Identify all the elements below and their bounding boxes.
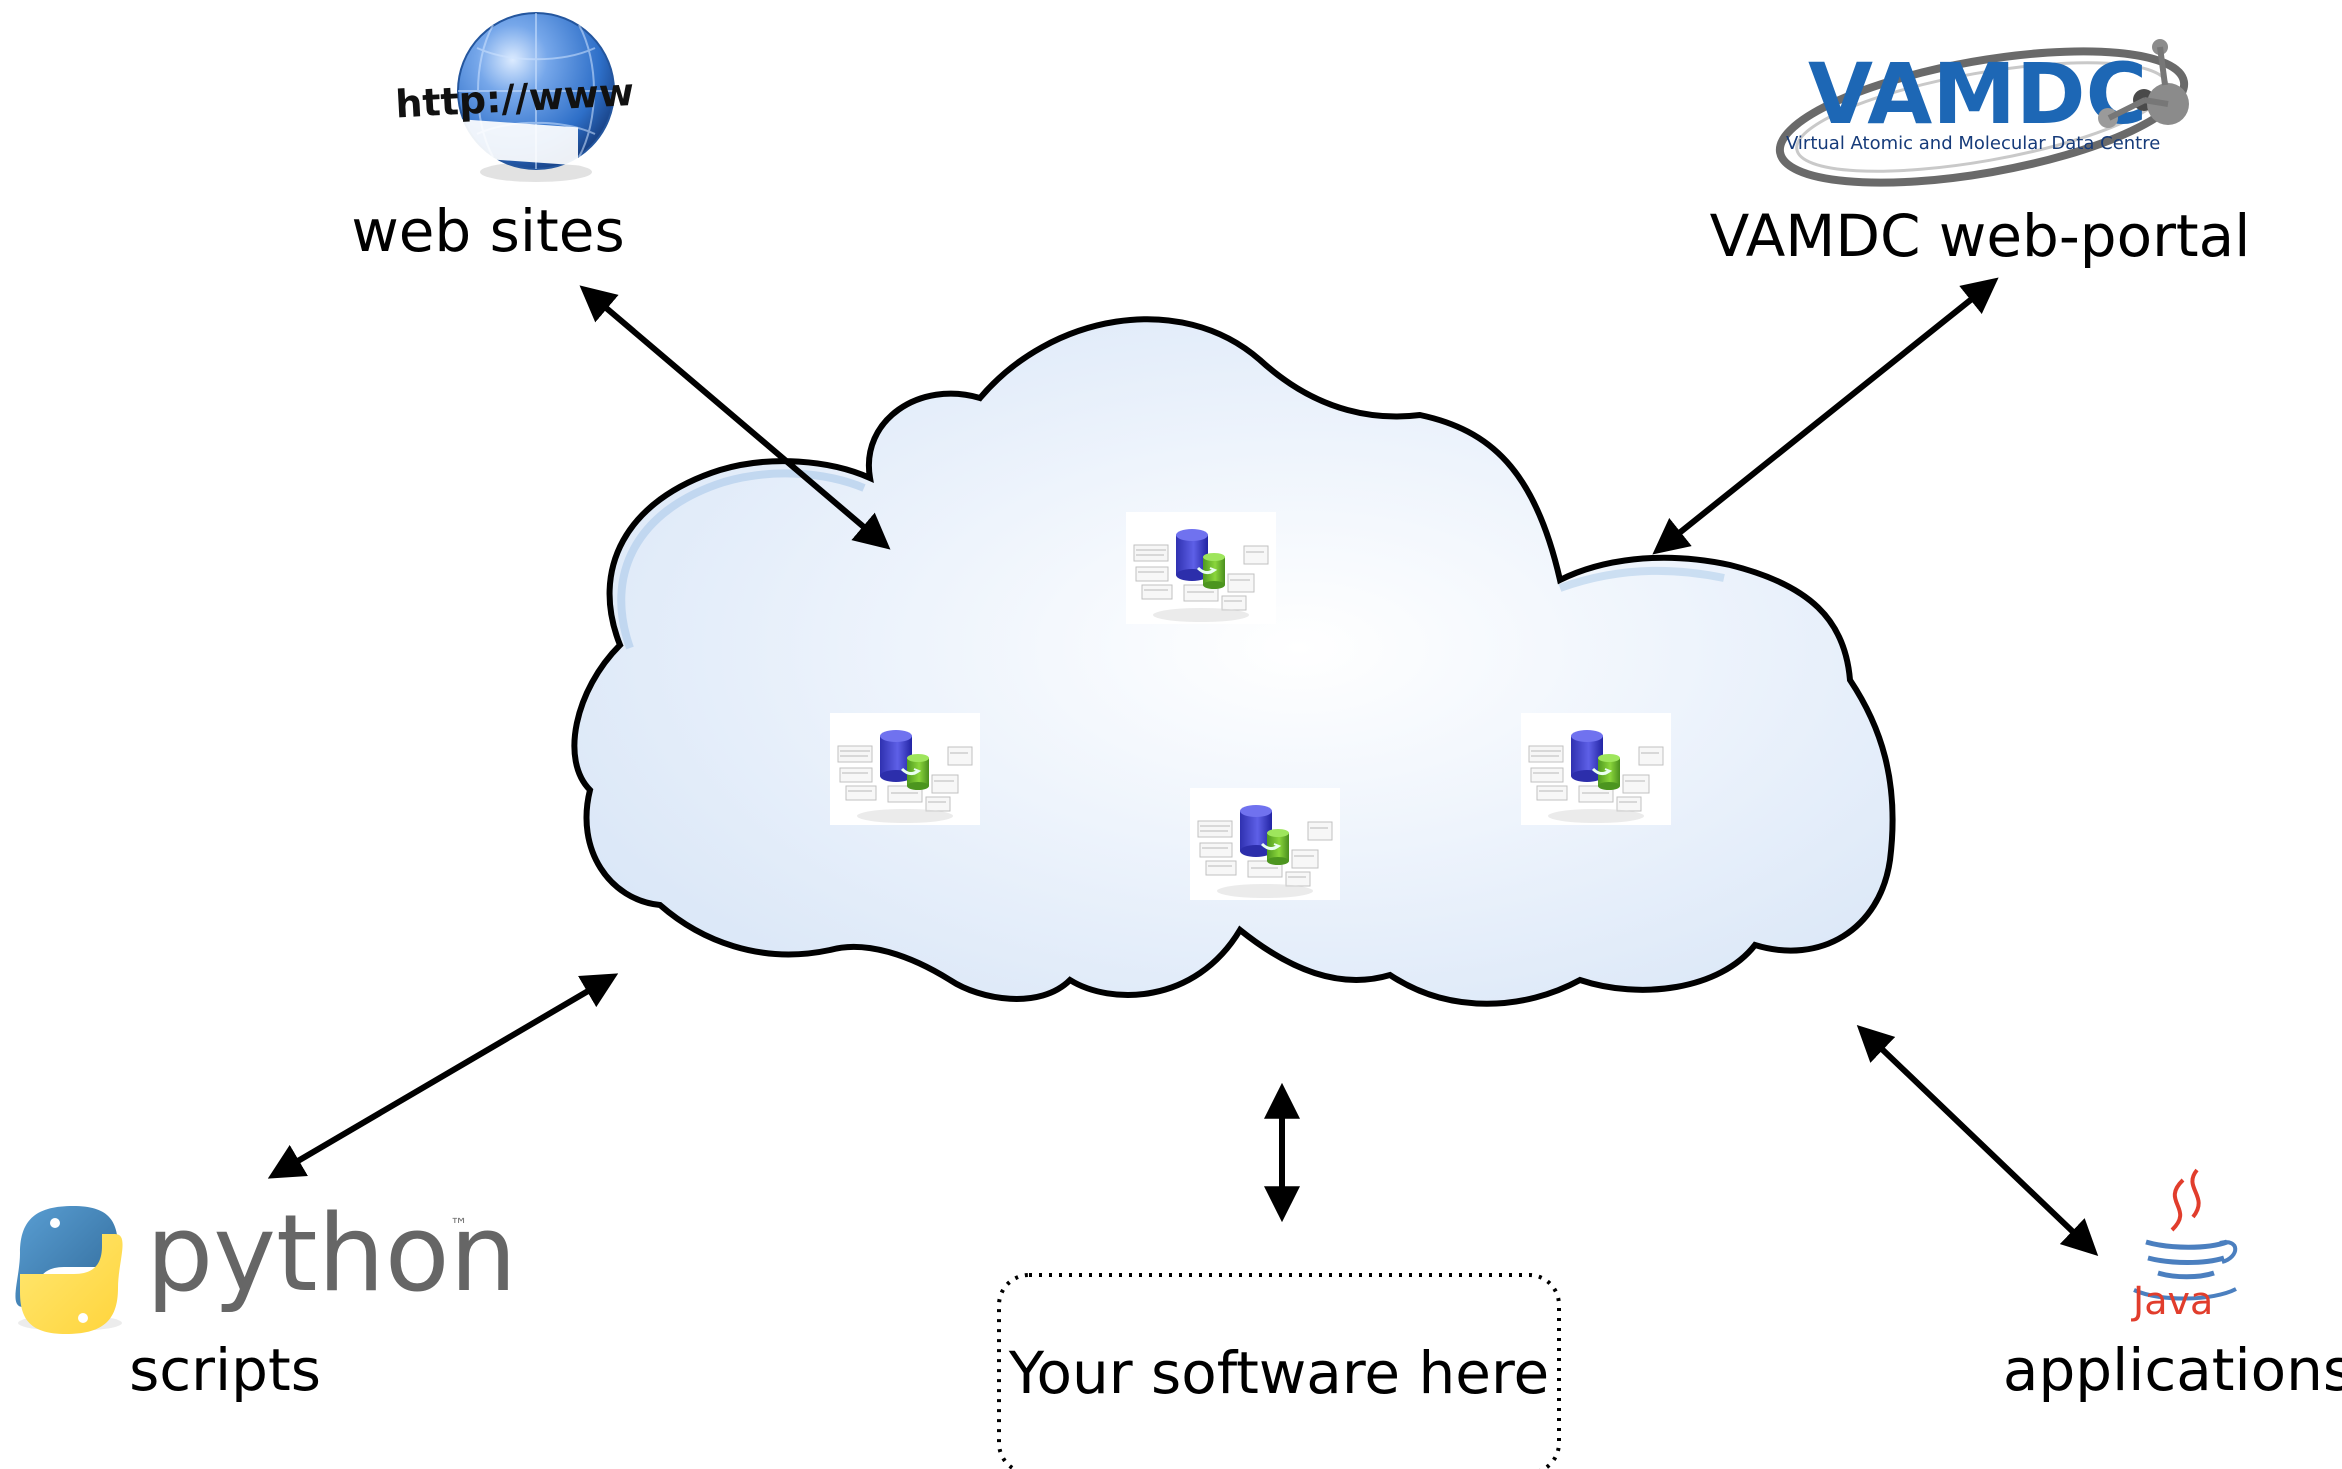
vamdc-logo-title: VAMDC bbox=[1808, 45, 2147, 143]
java-applications-label: applications bbox=[2003, 1336, 2342, 1404]
vamdc-logo-subtitle: Virtual Atomic and Molecular Data Centre bbox=[1786, 133, 2160, 154]
arrow-vamdc-portal-cloud bbox=[1652, 277, 1999, 555]
custom-software-box bbox=[997, 1273, 1561, 1469]
java-logo: Java bbox=[2131, 1168, 2238, 1323]
vamdc-logo: VAMDC Virtual Atomic and Molecular Data … bbox=[1775, 39, 2189, 187]
arrow-web-sites-cloud bbox=[579, 285, 891, 550]
custom-software-label: Your software here bbox=[1008, 1339, 1549, 1407]
molecule-icon bbox=[2098, 39, 2189, 128]
database-icon-right bbox=[1519, 711, 1673, 827]
arrow-java-applications-cloud bbox=[1856, 1025, 2099, 1256]
python-scripts-node: python ™ scripts bbox=[15, 1192, 517, 1404]
database-icon-left bbox=[828, 711, 982, 827]
python-logo-tm: ™ bbox=[450, 1215, 468, 1236]
web-sites-node: http://www web sites bbox=[351, 12, 635, 265]
arrow-python-scripts-cloud bbox=[267, 973, 619, 1179]
cloud-shape bbox=[571, 316, 1896, 1007]
python-scripts-label: scripts bbox=[129, 1336, 321, 1404]
connection-arrows bbox=[267, 277, 2099, 1256]
database-icon-top bbox=[1124, 510, 1278, 626]
custom-software-node: Your software here bbox=[997, 1273, 1561, 1469]
globe-icon: http://www bbox=[394, 12, 635, 182]
vamdc-portal-label: VAMDC web-portal bbox=[1710, 202, 2251, 270]
web-sites-label: web sites bbox=[351, 197, 624, 265]
python-logo: python ™ bbox=[15, 1192, 517, 1334]
java-logo-word: Java bbox=[2131, 1279, 2213, 1323]
java-applications-node: Java applications bbox=[2003, 1168, 2342, 1404]
python-logo-word: python bbox=[146, 1192, 517, 1315]
data-cloud bbox=[571, 316, 1896, 1007]
database-icon-center bbox=[1188, 786, 1342, 902]
vamdc-portal-node: VAMDC Virtual Atomic and Molecular Data … bbox=[1710, 39, 2251, 270]
